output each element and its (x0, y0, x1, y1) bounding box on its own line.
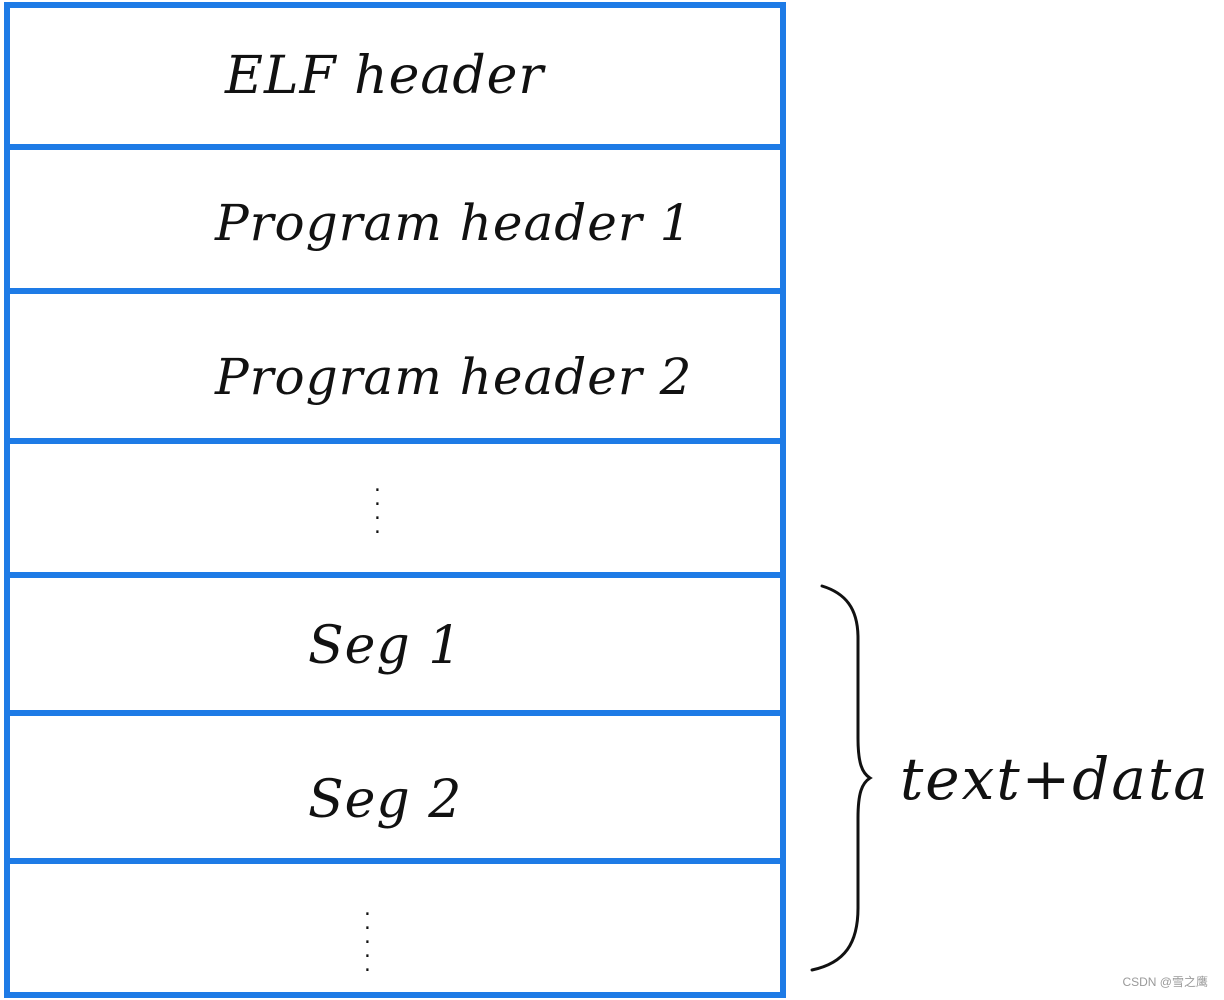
seg-2-label: Seg 2 (308, 770, 463, 830)
curly-brace-icon (810, 584, 873, 972)
watermark: CSDN @雪之鹰 (1122, 975, 1208, 989)
program-header-1-label: Program header 1 (215, 194, 693, 252)
row-program-header-1: Program header 1 (10, 150, 780, 294)
elf-header-label: ELF header (225, 46, 545, 106)
row-ellipsis-headers: ···· (10, 444, 780, 578)
elf-layout-stack: ELF header Program header 1 Program head… (4, 2, 786, 998)
vertical-ellipsis-icon: ···· (372, 480, 383, 543)
row-seg-1: Seg 1 (10, 578, 780, 716)
text-data-annotation: text+data (900, 745, 1210, 813)
program-header-2-label: Program header 2 (215, 348, 693, 406)
row-seg-2: Seg 2 (10, 716, 780, 864)
row-elf-header: ELF header (10, 8, 780, 150)
vertical-ellipsis-icon: ····· (362, 904, 373, 981)
row-ellipsis-segments: ····· (10, 864, 780, 998)
seg-1-label: Seg 1 (308, 616, 463, 676)
row-program-header-2: Program header 2 (10, 294, 780, 444)
